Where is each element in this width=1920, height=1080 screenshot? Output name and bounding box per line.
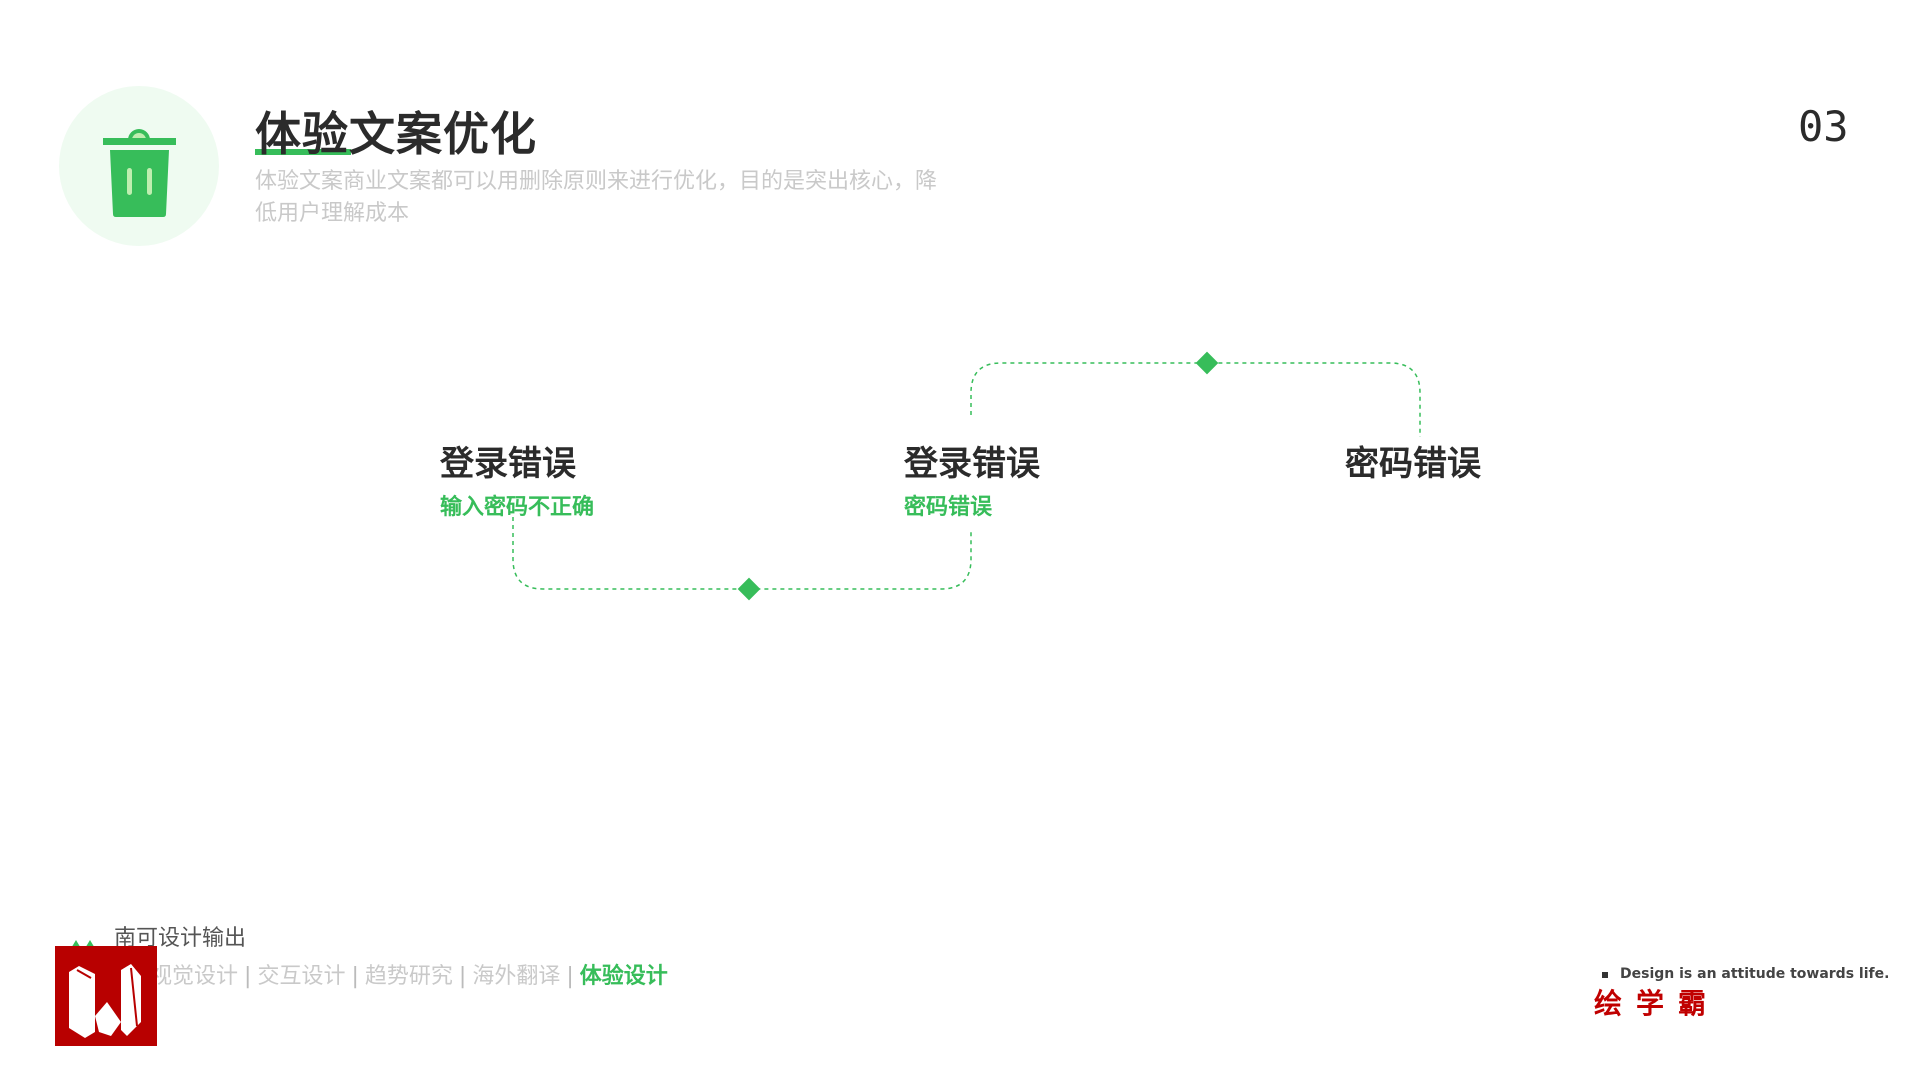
trash-icon	[103, 129, 176, 217]
flow-node-sub: 密码错误	[904, 495, 993, 520]
trash-icon-badge	[59, 86, 219, 246]
diamond-marker	[737, 577, 761, 601]
flow-node-sub: 输入密码不正确	[440, 495, 595, 520]
motto-bullet	[1602, 972, 1608, 978]
nav-item-active[interactable]: 体验设计	[579, 964, 668, 989]
page-title: 体验文案优化	[255, 107, 537, 161]
flow-node-title: 登录错误	[904, 444, 1040, 484]
nav-item[interactable]: 视觉设计	[150, 964, 239, 989]
page-number: 03	[1798, 102, 1849, 151]
nav-item[interactable]: 海外翻译	[472, 964, 561, 989]
flow-node-title: 登录错误	[440, 444, 576, 484]
nav-separator: |	[244, 964, 252, 989]
page-subtitle: 体验文案商业文案都可以用删除原则来进行优化，目的是突出核心，降低用户理解成本	[255, 169, 938, 226]
nav-separator: |	[566, 964, 574, 989]
w-logo-icon	[55, 946, 157, 1046]
nav-separator: |	[351, 964, 359, 989]
motto: Design is an attitude towards life.	[1620, 966, 1890, 982]
title-underline	[255, 149, 351, 155]
footer-nav: 视觉设计|交互设计|趋势研究|海外翻译|体验设计	[150, 958, 668, 990]
watermark-logo: 绘学霸	[1594, 987, 1721, 1020]
flow-node-title: 密码错误	[1345, 444, 1481, 484]
nav-separator: |	[458, 964, 467, 989]
diamond-marker	[1195, 351, 1219, 375]
nav-item[interactable]: 交互设计	[257, 964, 346, 989]
nav-item[interactable]: 趋势研究	[364, 964, 453, 989]
